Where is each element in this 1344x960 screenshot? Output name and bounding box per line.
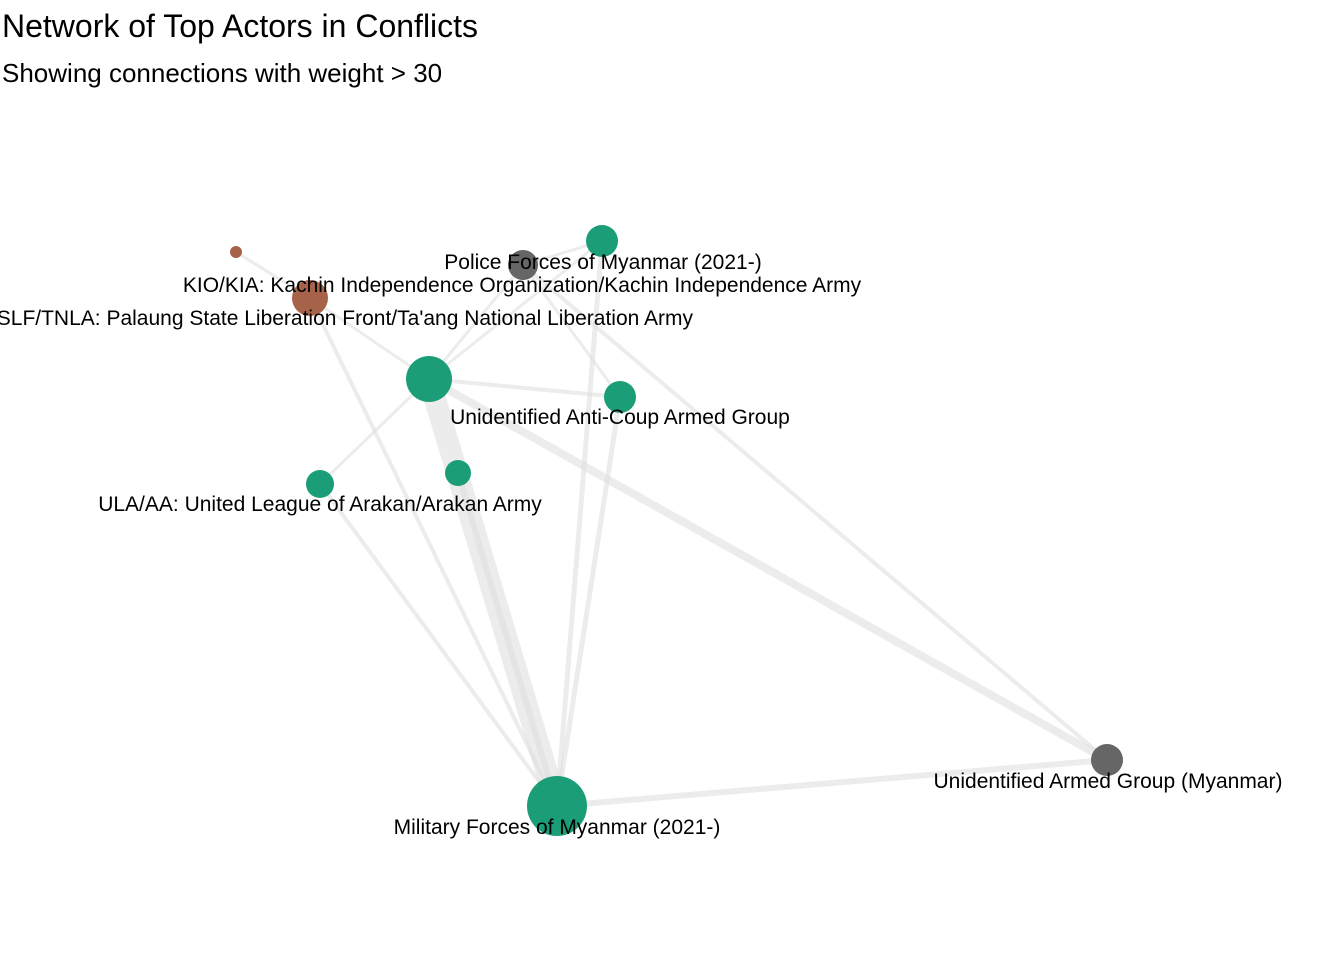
edge-military-tnla (308, 297, 559, 807)
node-unident_armed[interactable] (1091, 744, 1123, 776)
page-subtitle: Showing connections with weight > 30 (2, 58, 443, 88)
node-label-military: Military Forces of Myanmar (2021-) (394, 816, 721, 839)
node-label-police: Police Forces of Myanmar (2021-) (444, 251, 761, 274)
edge-hub-kio (428, 239, 603, 381)
node-ula[interactable] (306, 470, 334, 498)
node-label-unident_anticoup: Unidentified Anti-Coup Armed Group (450, 406, 790, 429)
node-tnla[interactable] (292, 280, 328, 316)
edge-police-unident_armed (521, 263, 1109, 762)
edge-military-ula (318, 482, 559, 808)
node-kio[interactable] (586, 225, 618, 257)
edge-hub-police (427, 264, 525, 380)
node-small_brown[interactable] (230, 246, 242, 258)
edge-military-unident_anticoup (554, 396, 623, 807)
node-hub[interactable] (406, 356, 452, 402)
edges-layer (235, 239, 1109, 810)
node-military[interactable] (527, 776, 587, 836)
node-police[interactable] (508, 250, 538, 280)
edge-hub-unident_armed (427, 375, 1109, 764)
page-title: Network of Top Actors in Conflicts (2, 8, 479, 44)
edge-military-small_green (455, 472, 560, 807)
node-label-ula: ULA/AA: United League of Arakan/Arakan A… (98, 493, 542, 516)
edge-hub-tnla (309, 296, 430, 381)
edge-military-kio (554, 240, 605, 807)
nodes-layer (230, 225, 1123, 836)
labels-layer: Military Forces of Myanmar (2021-) Uniden… (0, 251, 1282, 839)
node-small_green[interactable] (445, 460, 471, 486)
node-unident_anticoup[interactable] (604, 381, 636, 413)
edge-police-unident_anticoup (521, 264, 622, 398)
node-label-kio: KIO/KIA: Kachin Independence Organizatio… (183, 274, 862, 297)
node-label-unident_armed: Unidentified Armed Group (Myanmar) (934, 770, 1283, 793)
edge-military-unident_armed (556, 757, 1108, 809)
node-label-tnla: PSLF/TNLA: Palaung State Liberation Fron… (0, 307, 693, 330)
